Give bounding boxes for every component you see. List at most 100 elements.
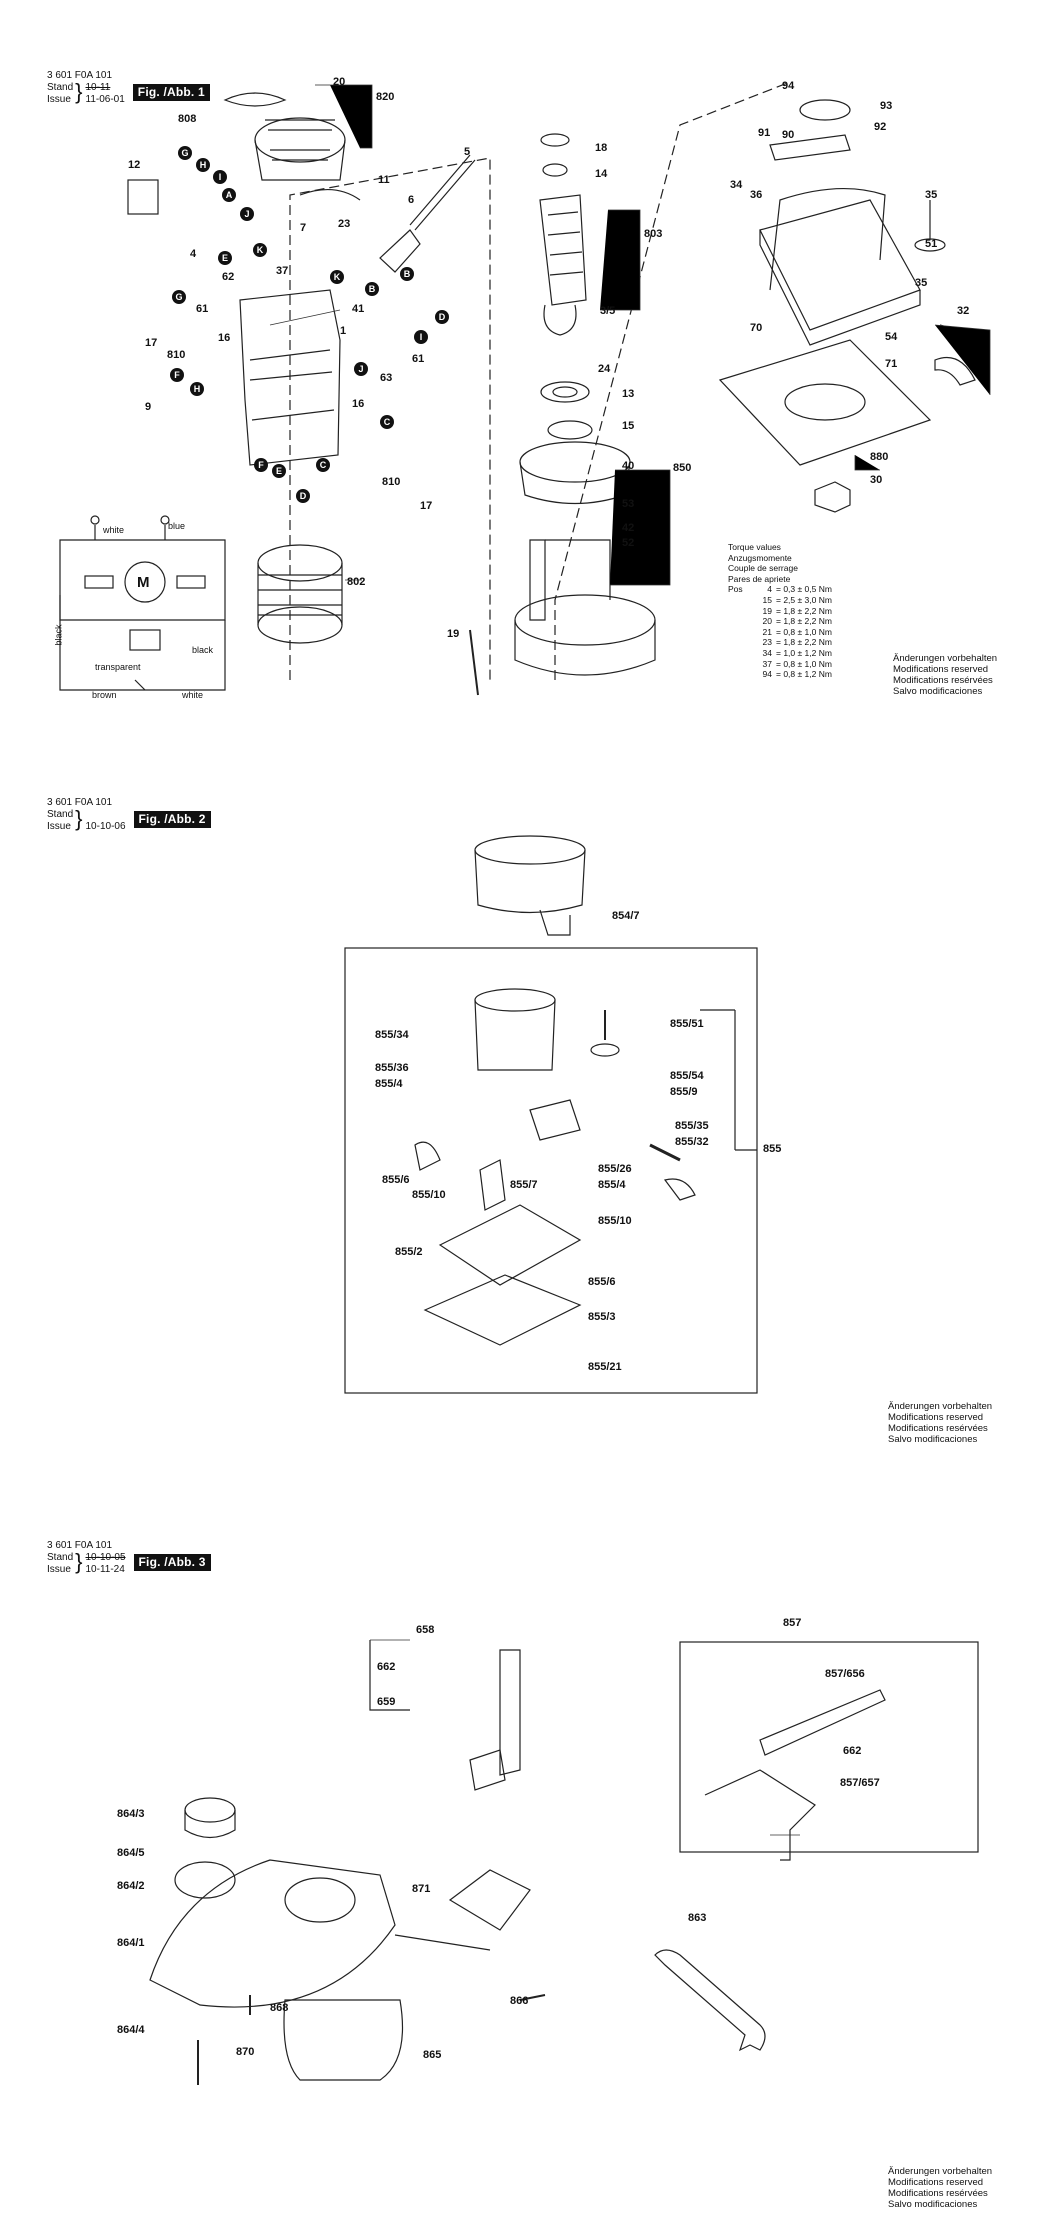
part-label: 7 bbox=[300, 222, 307, 234]
connector-marker: C bbox=[316, 458, 330, 472]
connector-marker: J bbox=[354, 362, 368, 376]
fig1-stand-date: 10-11 bbox=[85, 82, 111, 93]
fig1-issue-date: 11-06-01 bbox=[85, 94, 125, 105]
part-label: 658 bbox=[416, 1624, 435, 1636]
torque-table: Torque values Anzugsmomente Couple de se… bbox=[728, 542, 832, 680]
part-label: 855 bbox=[763, 1143, 782, 1155]
part-label: 855/34 bbox=[375, 1029, 409, 1041]
part-label: 854/7 bbox=[612, 910, 640, 922]
part-label: 857/656 bbox=[825, 1668, 865, 1680]
part-label: 16 bbox=[352, 398, 365, 410]
part-label: 855/9 bbox=[670, 1086, 698, 1098]
base-plate bbox=[718, 339, 932, 466]
part-label: 13 bbox=[622, 388, 635, 400]
part-label: 863 bbox=[688, 1912, 707, 1924]
part-label: 18 bbox=[595, 142, 608, 154]
part-label: 61 bbox=[412, 353, 425, 365]
part-label: 19 bbox=[447, 628, 460, 640]
torque-row: 94= 0,8 ± 1,2 Nm bbox=[762, 669, 832, 680]
router-base bbox=[759, 199, 921, 331]
part-label: 23 bbox=[338, 218, 351, 230]
part-label: 864/1 bbox=[117, 1937, 145, 1949]
part-label: 855/6 bbox=[588, 1276, 616, 1288]
part-label: 659 bbox=[377, 1696, 396, 1708]
part-label: 37 bbox=[276, 265, 289, 277]
part-label: 53 bbox=[622, 498, 635, 510]
part-label: 54 bbox=[885, 331, 898, 343]
fig2-label: Fig. /Abb. 2 bbox=[133, 811, 211, 828]
part-label: 855/54 bbox=[670, 1070, 704, 1082]
torque-header: Torque values bbox=[728, 542, 781, 552]
fig3-issue-label: Issue bbox=[47, 1564, 71, 1575]
part-label: 864/2 bbox=[117, 1880, 145, 1892]
fig2-code: 3 601 F0A 101 bbox=[47, 797, 113, 808]
brush-cover bbox=[254, 117, 346, 163]
part-label: 855/35 bbox=[675, 1120, 709, 1132]
torque-header: Anzugsmomente bbox=[728, 552, 792, 563]
part-label: 14 bbox=[595, 168, 608, 180]
part-label: 864/4 bbox=[117, 2024, 145, 2036]
wire-transparent: transparent bbox=[95, 662, 141, 672]
fig3-guide-frame bbox=[679, 1641, 979, 1853]
fig2-issue-label: Issue bbox=[47, 821, 71, 832]
part-label: 36 bbox=[750, 189, 763, 201]
connector-marker: D bbox=[435, 310, 449, 324]
connector-marker: K bbox=[253, 243, 267, 257]
part-label: 11 bbox=[378, 174, 390, 186]
part-label: 40 bbox=[622, 460, 635, 472]
part-label: 662 bbox=[843, 1745, 862, 1757]
connector-marker: G bbox=[172, 290, 186, 304]
part-label: 855/4 bbox=[375, 1078, 403, 1090]
connector-marker: D bbox=[296, 489, 310, 503]
part-label: 865 bbox=[423, 2049, 442, 2061]
part-label: 12 bbox=[128, 159, 141, 171]
part-label: 3/5 bbox=[600, 305, 616, 317]
part-label: 868 bbox=[270, 2002, 289, 2014]
motor-symbol: M bbox=[137, 574, 150, 591]
torque-row: 23= 1,8 ± 2,2 Nm bbox=[762, 637, 832, 648]
torque-row: 15= 2,5 ± 3,0 Nm bbox=[762, 594, 832, 605]
part-label: 855/26 bbox=[598, 1163, 632, 1175]
part-label: 855/3 bbox=[588, 1311, 616, 1323]
torque-header: Pares de apriete bbox=[728, 573, 791, 584]
torque-row: 37= 0,8 ± 1,0 Nm bbox=[762, 658, 832, 669]
fig1-issue-label: Issue bbox=[47, 94, 71, 105]
fig3-label: Fig. /Abb. 3 bbox=[133, 1554, 211, 1571]
part-label: 855/32 bbox=[675, 1136, 709, 1148]
armature bbox=[539, 194, 587, 306]
part-label: 808 bbox=[178, 113, 197, 125]
wire-brown: brown bbox=[92, 690, 117, 700]
part-label: 93 bbox=[880, 100, 893, 112]
connector-marker: J bbox=[240, 207, 254, 221]
part-label: 5 bbox=[464, 146, 471, 158]
part-label: 91 bbox=[758, 127, 771, 139]
connector-marker: B bbox=[400, 267, 414, 281]
part-label: 15 bbox=[622, 420, 635, 432]
connector-marker: H bbox=[196, 158, 210, 172]
torque-header: Couple de serrage bbox=[728, 563, 798, 574]
part-label: 71 bbox=[885, 358, 898, 370]
part-label: 864/3 bbox=[117, 1808, 145, 1820]
part-label: 803 bbox=[644, 228, 663, 240]
part-label: 855/51 bbox=[670, 1018, 704, 1030]
fig1-label: Fig. /Abb. 1 bbox=[132, 84, 210, 101]
part-label: 864/5 bbox=[117, 1847, 145, 1859]
fig2-stand-date bbox=[86, 809, 126, 821]
part-label: 810 bbox=[167, 349, 186, 361]
connector-marker: F bbox=[170, 368, 184, 382]
part-label: 855/2 bbox=[395, 1246, 423, 1258]
fig2-stand-label: Stand bbox=[47, 809, 74, 820]
part-label: 20 bbox=[333, 76, 346, 88]
connector-marker: I bbox=[414, 330, 428, 344]
part-label: 880 bbox=[870, 451, 889, 463]
connector-marker: C bbox=[380, 415, 394, 429]
part-label: 662 bbox=[377, 1661, 396, 1673]
part-label: 857/657 bbox=[840, 1777, 880, 1789]
wire-white-top: white bbox=[103, 525, 125, 535]
part-label: 42 bbox=[622, 522, 635, 534]
torque-row: 19= 1,8 ± 2,2 Nm bbox=[762, 605, 832, 616]
